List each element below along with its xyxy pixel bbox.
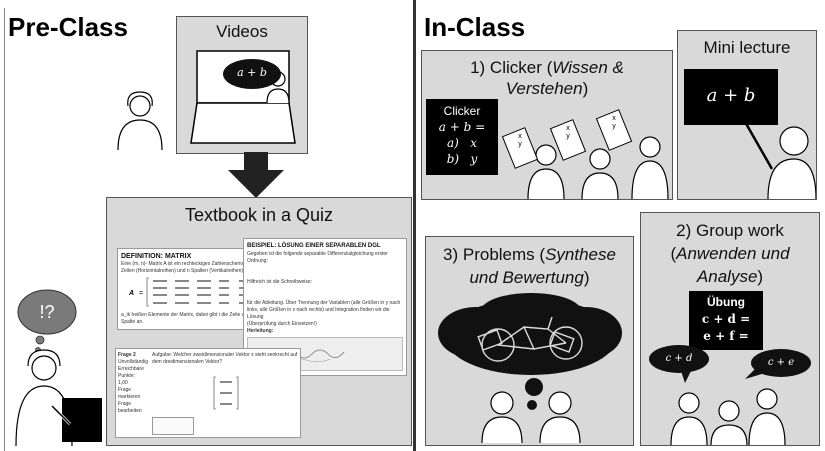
ode-doc-eq-2: [247, 286, 403, 300]
problems-title-italic: Synthese und Bewertung: [469, 245, 616, 287]
problems-panel: 3) Problems (Synthese und Bewertung): [425, 236, 634, 446]
speech-bubble-text-left: c + d: [665, 353, 693, 364]
clicker-title-italic: Wissen & Verstehen: [505, 58, 624, 98]
speech-bubble-left: [649, 345, 709, 373]
ode-doc-heading: BEISPIEL: LÖSUNG EINER SEPARABLEN DGL: [247, 243, 381, 249]
svg-text:A: A: [128, 290, 134, 297]
down-arrow: [228, 152, 284, 198]
ode-doc-eq-1: [247, 265, 403, 279]
videos-panel: Videos a + b: [176, 16, 308, 154]
problems-title-close: ): [583, 268, 590, 287]
matrix-doc-footnote: a_ik heißen Elemente der Matrix, dabei g…: [121, 312, 262, 325]
answer-card: [501, 109, 633, 169]
ode-doc-text-4: (Überprüfung durch Einsetzen!): [247, 321, 317, 327]
ode-doc-text-2: Hilfreich ist die Schreibweise:: [247, 279, 313, 285]
pre-class-heading: Pre-Class: [8, 12, 128, 42]
group-work-title: 2) Group work (Anwenden und Analyse): [647, 219, 813, 288]
bicycle-icon: [477, 316, 583, 362]
clicker-board-eq: a + b =: [438, 120, 486, 134]
videos-title: Videos: [216, 22, 268, 41]
thought-cloud: [17, 289, 77, 353]
student-figure: [117, 91, 163, 151]
clicker-board-title: Clicker: [443, 104, 481, 118]
quiz-question-doc: Frage 2 Unvollständig Erreichbare Punkte…: [115, 348, 301, 438]
textbook-panel: Textbook in a Quiz DEFINITION: MATRIX Ei…: [106, 197, 412, 446]
problems-title: 3) Problems (Synthese und Bewertung): [436, 243, 623, 289]
group-work-title-plain: 2) Group work (: [670, 221, 784, 263]
pointer-icon: [738, 112, 774, 170]
ode-doc-text-5: Herleitung:: [247, 328, 274, 334]
group-students: [649, 345, 811, 445]
problems-title-plain: 3) Problems (: [443, 245, 546, 264]
speech-bubble-text-right: c + e: [767, 357, 795, 368]
quiz-sidebar-item: Erreichbare Punkte: 1,00: [118, 366, 144, 386]
ode-doc-text-1: Gegeben ist die folgende separable Diffe…: [247, 251, 388, 264]
notebook-icon: [62, 398, 102, 442]
quiz-task-text: Aufgabe: Welcher zweidimensionaler Vekto…: [152, 352, 298, 365]
quiz-sidebar-item: Frage 2: [118, 352, 136, 358]
clicker-option-b: b) y: [446, 152, 478, 166]
lecture-board: a + b: [684, 69, 778, 125]
textbook-title: Textbook in a Quiz: [184, 205, 334, 225]
matrix-doc-heading: DEFINITION: MATRIX: [121, 253, 192, 260]
problem-cloud: [438, 293, 622, 443]
speech-bubble-right: [751, 349, 811, 377]
clicker-audience: [501, 109, 669, 199]
svg-text:=: =: [139, 290, 143, 297]
quiz-sidebar-item: Unvollständig: [118, 359, 149, 365]
clicker-title-plain: 1) Clicker (: [470, 58, 553, 77]
vector-image: [213, 376, 239, 410]
clicker-title: 1) Clicker (Wissen & Verstehen): [430, 57, 664, 99]
frame-left-line: [4, 8, 5, 451]
group-work-title-italic: Anwenden und Analyse: [676, 244, 790, 286]
group-work-title-close: ): [757, 267, 764, 286]
mini-lecture-title: Mini lecture: [703, 38, 791, 57]
video-speech-bubble: [223, 59, 281, 89]
laptop-base: [190, 102, 296, 144]
clicker-board: Clicker a + b = a) x b) y: [426, 99, 498, 175]
quiz-answer-field[interactable]: [152, 417, 194, 435]
exercise-board: Übung c + d = e + f =: [689, 291, 763, 350]
clicker-title-close: ): [582, 79, 589, 98]
video-formula: a + b: [237, 66, 267, 79]
group-work-panel: 2) Group work (Anwenden und Analyse) Übu…: [640, 212, 820, 446]
exercise-board-title: Übung: [707, 295, 745, 309]
thought-text: !?: [39, 302, 55, 322]
quiz-sidebar: Frage 2 Unvollständig Erreichbare Punkte…: [118, 352, 149, 415]
clicker-option-a: a) x: [446, 136, 478, 150]
quiz-sidebar-item[interactable]: Frage markieren: [118, 387, 141, 400]
ode-doc-text-3: für die Ableitung. Über Trennung der Var…: [247, 300, 401, 320]
writing-student-figure: [15, 349, 102, 446]
exercise-eq-1: c + d =: [701, 312, 751, 326]
matrix-doc-text: Eine (m, n)- Matrix A ist ein rechteckig…: [121, 261, 260, 274]
in-class-heading: In-Class: [424, 12, 526, 42]
lecturer-figure: [738, 112, 816, 199]
exercise-eq-2: e + f =: [703, 329, 749, 343]
lecture-formula: a + b: [706, 85, 756, 106]
section-divider: [413, 0, 416, 451]
clicker-panel: 1) Clicker (Wissen & Verstehen) Clicker …: [421, 50, 673, 200]
presenter-body: [266, 88, 290, 104]
mini-lecture-panel: Mini lecture a + b: [677, 30, 817, 200]
quiz-sidebar-item[interactable]: Frage bearbeiten: [118, 401, 142, 414]
